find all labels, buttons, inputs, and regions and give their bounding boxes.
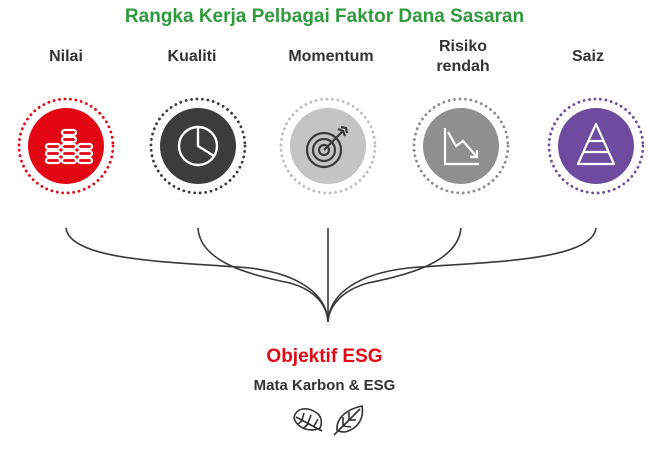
factor-label-line1: Kualiti: [167, 48, 217, 65]
factor-label-kualiti: Kualiti: [127, 47, 257, 67]
factor-momentum-badge: [279, 97, 377, 195]
factor-label-line1: Saiz: [571, 48, 604, 65]
badge-fill: [423, 108, 499, 184]
factor-risiko-badge: [412, 97, 510, 195]
connector-lines: [65, 227, 597, 323]
factor-label-nilai: Nilai: [1, 47, 131, 67]
factor-saiz-badge: [547, 97, 645, 195]
dotted-ring: [412, 97, 510, 195]
leaf-icon: [333, 405, 364, 436]
objective-subtitle: Mata Karbon & ESG: [253, 377, 396, 394]
factor-nilai-badge: [17, 97, 115, 195]
coins-stack-icon: [44, 128, 94, 165]
objective-title: Objektif ESG: [266, 346, 383, 367]
target-arrow-icon: [305, 125, 349, 169]
declining-chart-icon: [443, 128, 479, 166]
connector-nilai: [65, 227, 329, 323]
factor-label-line1: Momentum: [288, 48, 374, 65]
factor-label-line1: Nilai: [49, 48, 83, 65]
factor-label-line1: Risiko: [438, 38, 487, 55]
factor-label-line2: rendah: [436, 58, 490, 75]
badge-fill: [28, 108, 104, 184]
factor-label-saiz: Saiz: [523, 47, 649, 67]
connector-saiz: [327, 227, 597, 323]
factor-label-risiko-rendah: Risiko rendah: [398, 37, 528, 77]
pie-chart-icon: [177, 125, 219, 167]
diagram-title: Rangka Kerja Pelbagai Faktor Dana Sasara…: [124, 6, 525, 27]
dotted-ring: [17, 97, 115, 195]
dotted-ring: [279, 97, 377, 195]
connector-kualiti: [197, 227, 329, 323]
connector-risiko: [327, 227, 462, 323]
factor-kualiti-badge: [149, 97, 247, 195]
leaf-icon: [293, 408, 323, 432]
badge-fill: [558, 108, 634, 184]
dotted-ring: [149, 97, 247, 195]
factor-label-momentum: Momentum: [266, 47, 396, 67]
dotted-ring: [547, 97, 645, 195]
pyramid-icon: [576, 122, 616, 166]
